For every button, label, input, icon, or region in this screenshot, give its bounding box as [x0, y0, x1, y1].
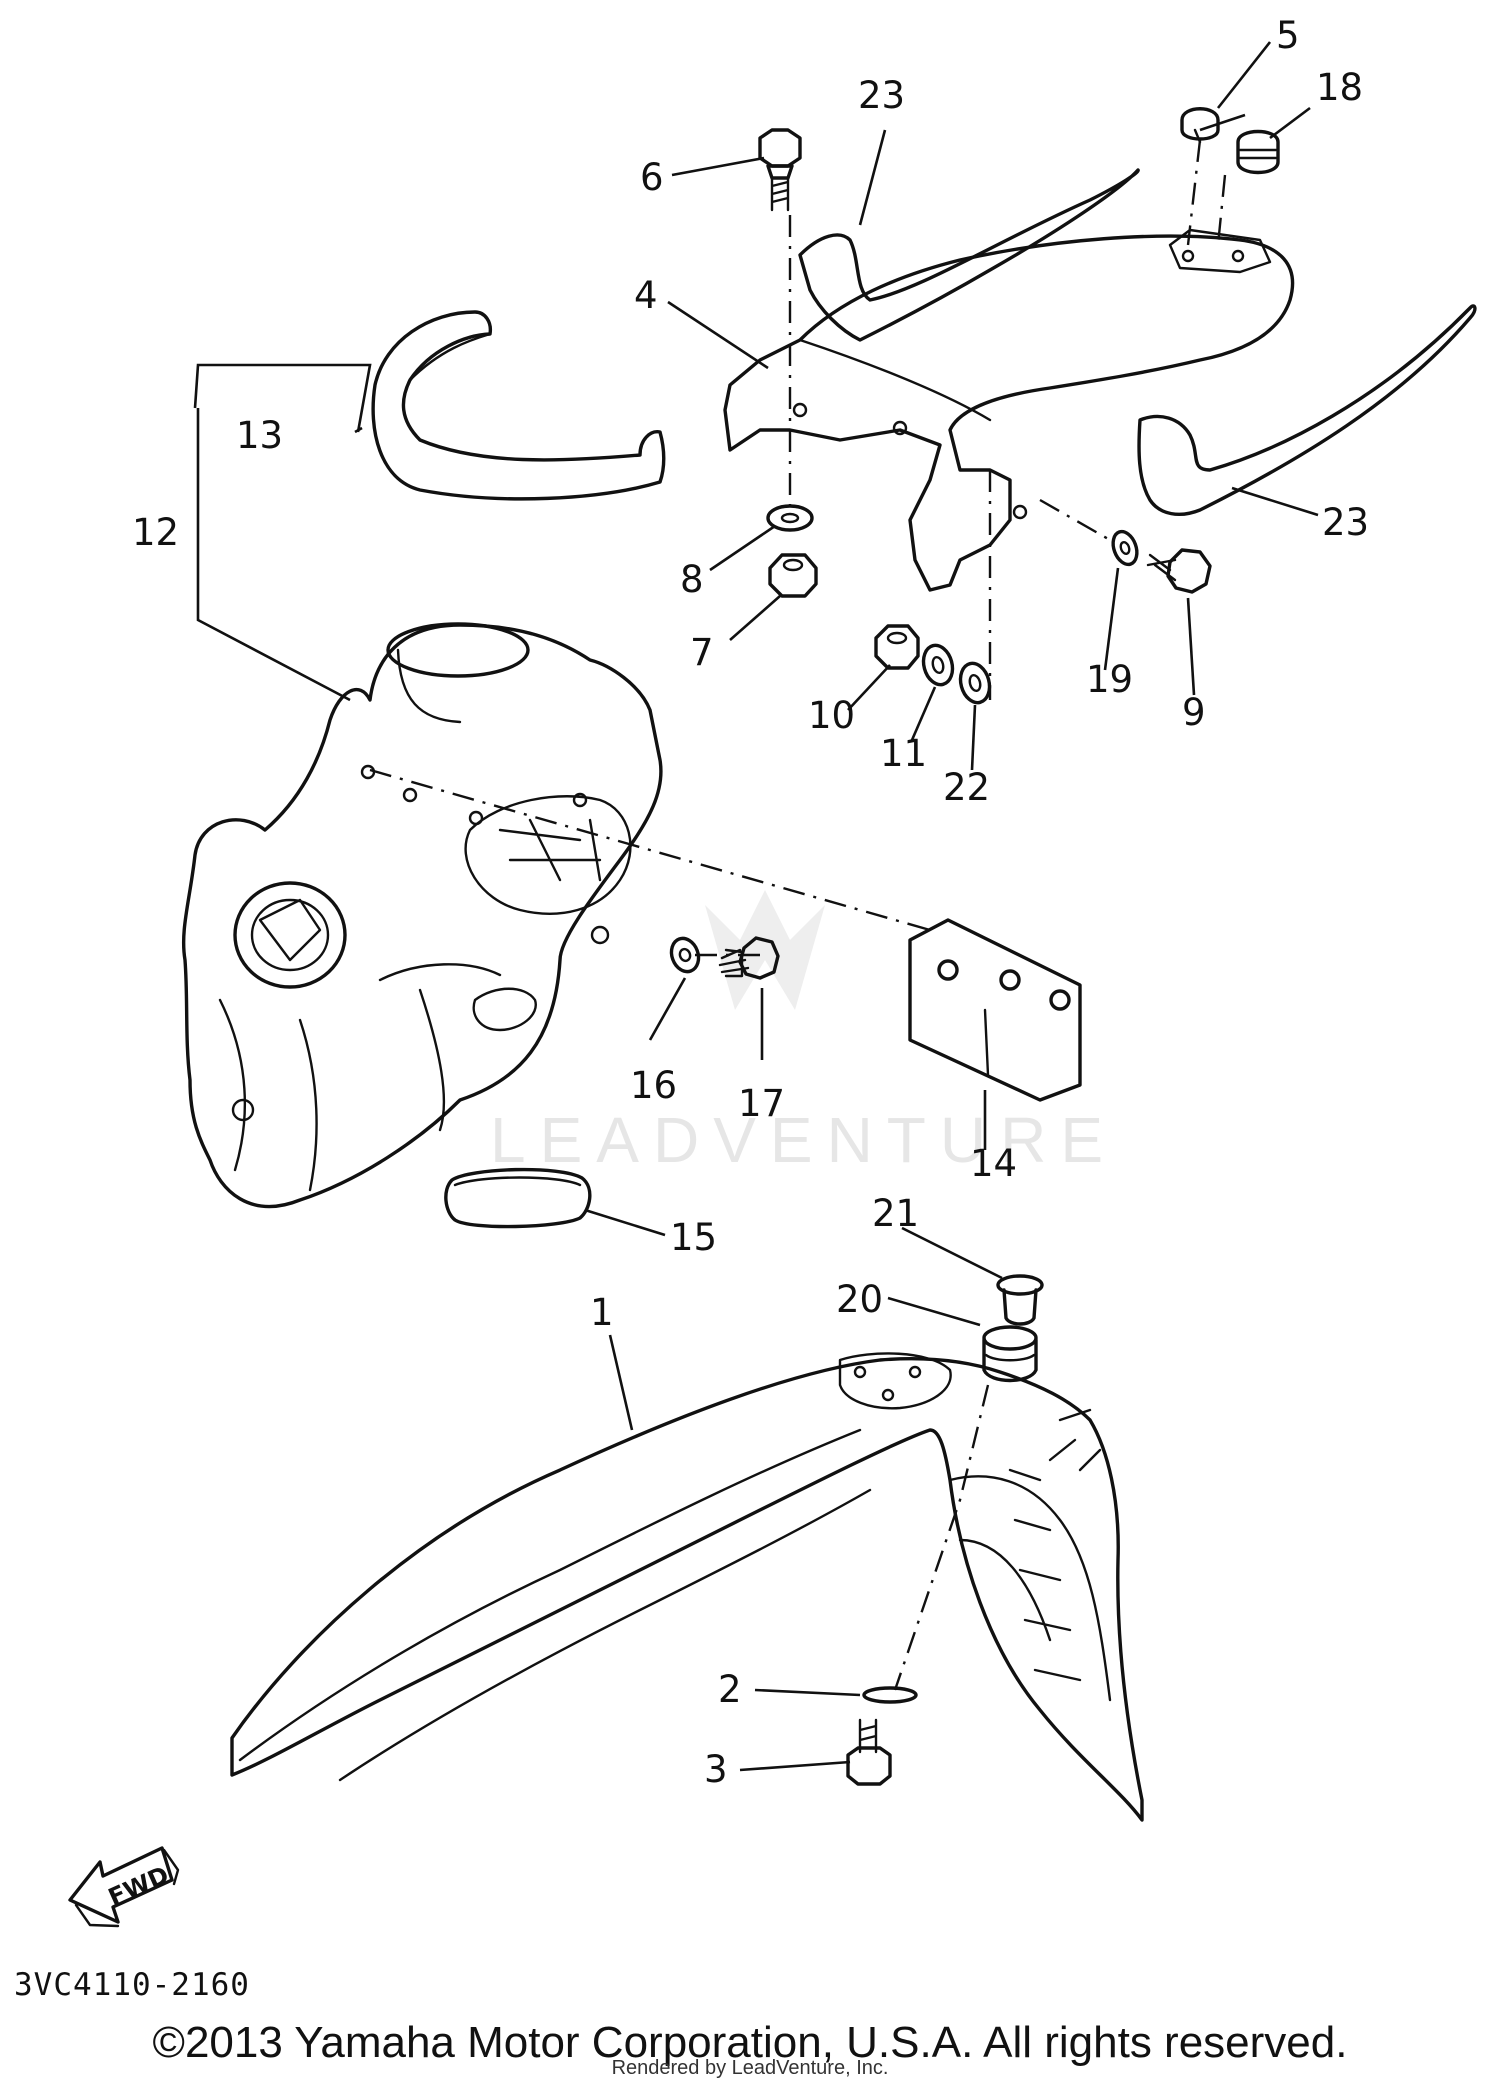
part-21-collar	[996, 1274, 1044, 1326]
callout-16: 16	[630, 1064, 677, 1107]
cable-guide-band	[371, 310, 666, 501]
part-17-bolt	[718, 936, 780, 980]
callout-23-lower: 23	[1322, 501, 1369, 544]
callout-2: 2	[718, 1668, 742, 1711]
part-7-nut	[768, 553, 818, 598]
assembly-lines	[369, 139, 1227, 1691]
callout-11: 11	[880, 732, 927, 775]
callout-12: 12	[132, 511, 179, 554]
part-9-bolt	[1146, 548, 1212, 594]
part-11-washer	[921, 643, 955, 687]
part-18-damper	[1236, 129, 1280, 175]
under-bracket	[181, 622, 663, 1209]
callout-7: 7	[690, 631, 714, 674]
number-plate	[908, 918, 1082, 1102]
callout-5: 5	[1276, 14, 1300, 57]
part-8-washer	[766, 504, 814, 532]
part-16-washer	[669, 936, 701, 974]
fender-graphic-upper	[798, 168, 1140, 342]
fender-brace	[723, 228, 1295, 592]
copyright-notice: ©2013 Yamaha Motor Corporation, U.S.A. A…	[152, 2018, 1348, 2067]
callout-21: 21	[872, 1192, 919, 1235]
fwd-label: FWD	[104, 1861, 173, 1912]
watermark-text: LEADVENTURE	[490, 1104, 1117, 1176]
callout-3: 3	[704, 1748, 728, 1791]
callout-13: 13	[236, 414, 283, 457]
part-22-washer	[958, 661, 992, 705]
part-10-nut	[874, 624, 920, 670]
part-6-bolt	[758, 128, 802, 212]
leader-lines	[193, 41, 1319, 1772]
diagram-code: 3VC4110-2160	[14, 1967, 250, 2003]
callout-14: 14	[970, 1142, 1017, 1185]
part-19-washer	[1111, 529, 1139, 567]
callout-17: 17	[738, 1082, 785, 1125]
part-15-grommet	[444, 1167, 592, 1229]
rendered-by-note: Rendered by LeadVenture, Inc.	[611, 2057, 889, 2079]
callout-19: 19	[1086, 658, 1133, 701]
front-fender	[230, 1352, 1144, 1822]
callout-15: 15	[670, 1216, 717, 1259]
callout-18: 18	[1316, 66, 1363, 109]
watermark: LEADVENTURE	[490, 890, 1117, 1176]
callout-9: 9	[1182, 691, 1206, 734]
callout-8: 8	[680, 558, 704, 601]
callout-6: 6	[640, 156, 664, 199]
callout-23-upper: 23	[858, 74, 905, 117]
callout-22: 22	[943, 766, 990, 809]
fender-graphic-lower	[1137, 304, 1477, 517]
callout-20: 20	[836, 1278, 883, 1321]
callout-1: 1	[590, 1291, 614, 1334]
forward-arrow-icon: FWD	[68, 1846, 180, 1928]
part-3-bolt	[846, 1718, 892, 1786]
part-20-damper	[982, 1325, 1038, 1383]
callout-10: 10	[808, 694, 855, 737]
callout-4: 4	[634, 274, 658, 317]
callout-numbers: 1 2 3 4 5 6 7 8 9 10 11 12 13 14 15 16 1…	[132, 14, 1369, 1791]
part-2-washer	[862, 1686, 918, 1704]
